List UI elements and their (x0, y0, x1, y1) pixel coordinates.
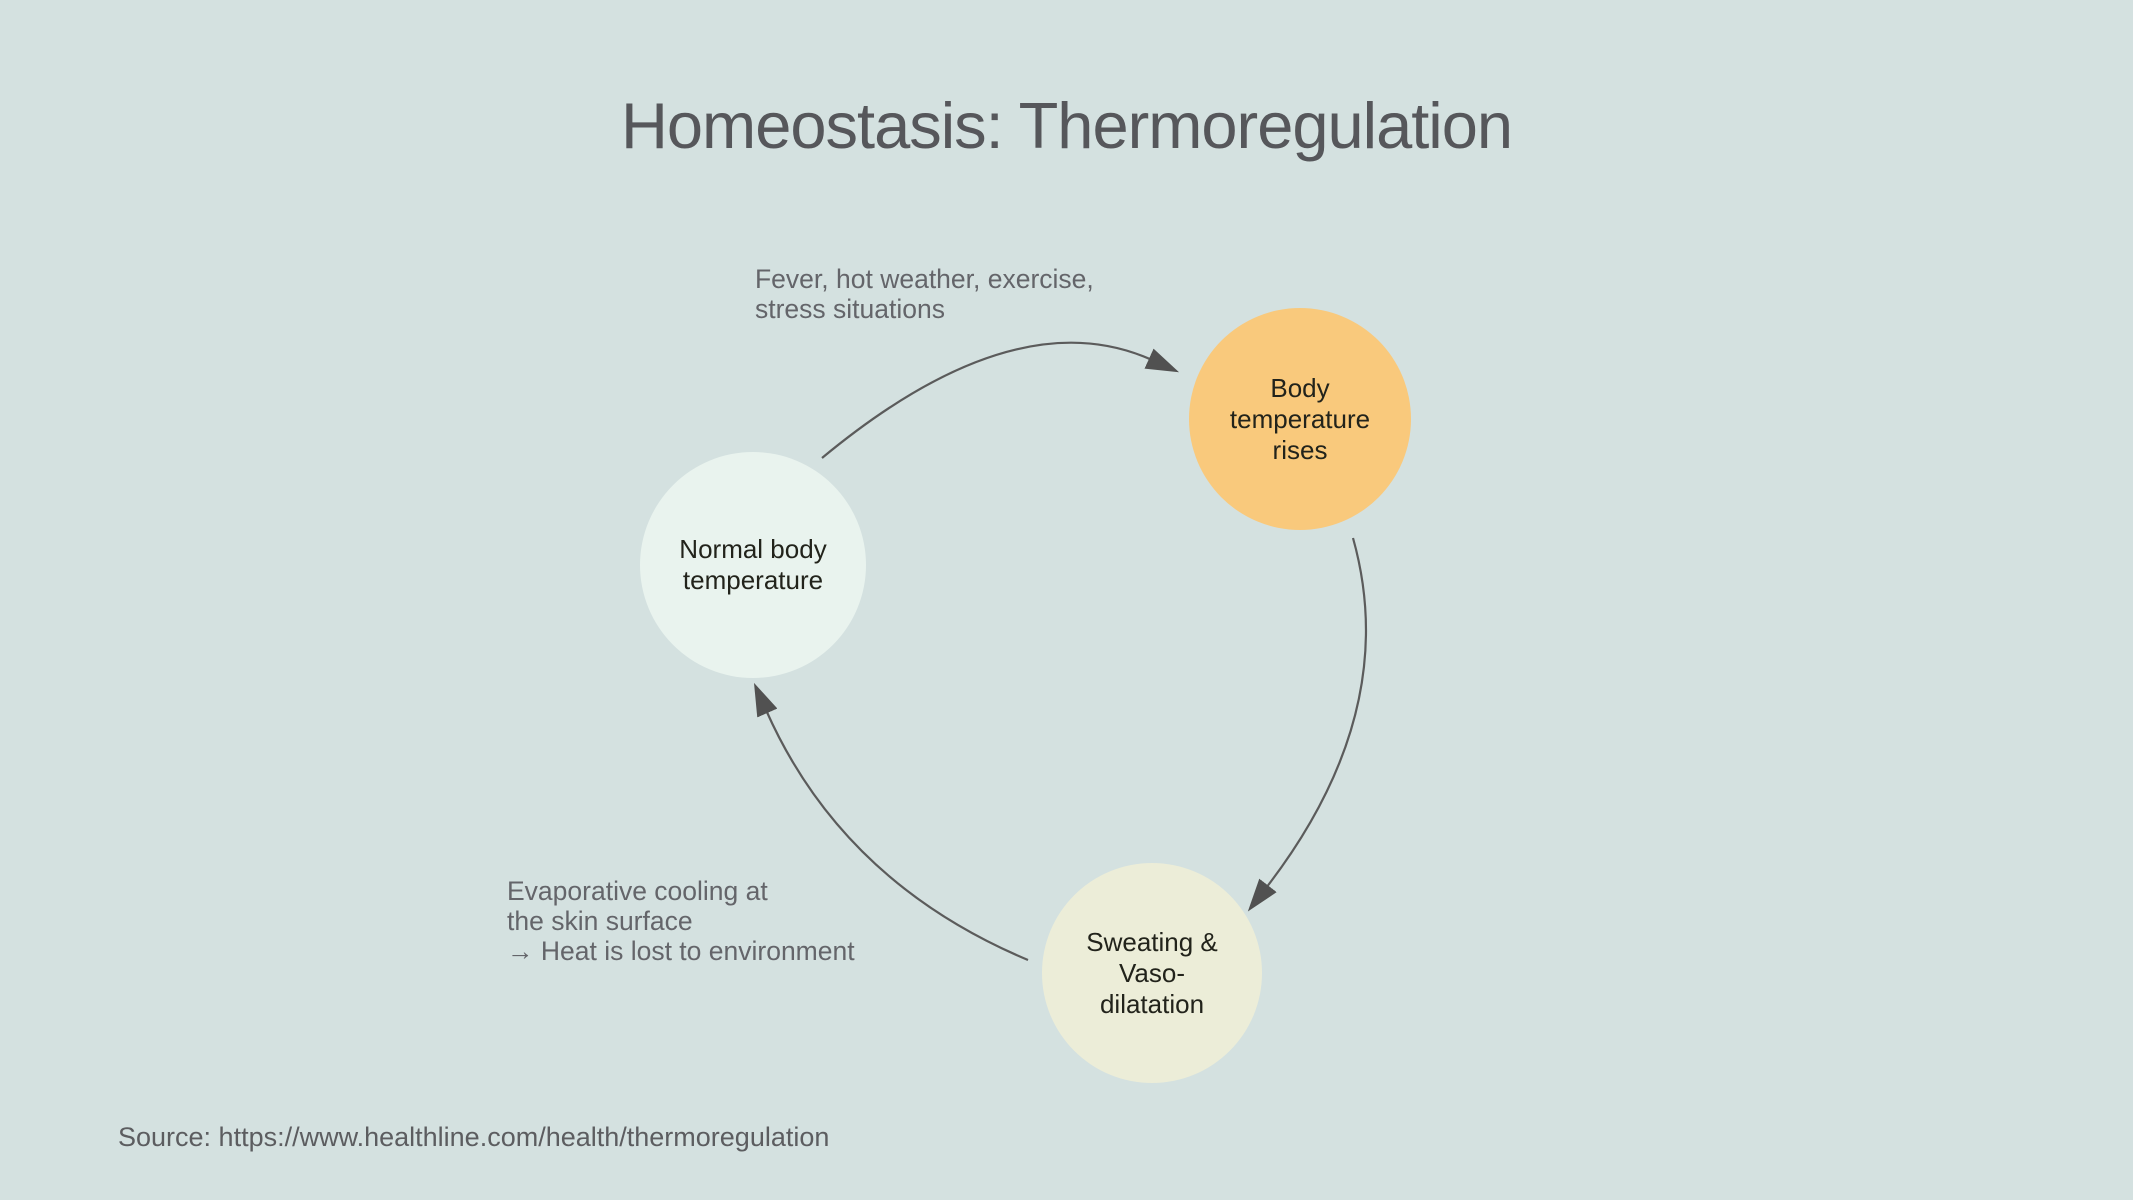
source-note: Source: https://www.healthline.com/healt… (118, 1122, 830, 1152)
arrow-rises-to-sweating (1247, 537, 1368, 912)
node-label-line: Body (1270, 372, 1330, 403)
node-label-line: temperature (1229, 403, 1371, 434)
arrow-normal-to-rises (821, 341, 1180, 459)
node-sweating-vasodilatation: Sweating & Vaso- dilatation (1042, 863, 1262, 1083)
node-label-line: Sweating & (1086, 926, 1218, 957)
annotation-line: stress situations (755, 294, 945, 324)
annotation-heat-triggers: Fever, hot weather, exercise, stress sit… (755, 264, 1094, 324)
node-normal-body-temperature: Normal body temperature (640, 452, 866, 678)
node-label-line: Vaso- (1119, 957, 1185, 988)
annotation-line: Fever, hot weather, exercise, (755, 264, 1094, 294)
annotation-line: the skin surface (507, 906, 693, 936)
node-body-temperature-rises: Body temperature rises (1189, 308, 1411, 530)
page-title: Homeostasis: Thermoregulation (620, 89, 1513, 162)
node-label-line: dilatation (1099, 988, 1205, 1019)
annotation-evaporative-cooling: Evaporative cooling at the skin surface … (507, 876, 855, 966)
node-label-line: Normal body (679, 534, 827, 564)
annotation-line: Evaporative cooling at (507, 876, 768, 906)
annotation-line: → Heat is lost to environment (507, 936, 855, 966)
node-label-line: rises (1272, 434, 1328, 465)
node-label-line: temperature (682, 565, 824, 595)
